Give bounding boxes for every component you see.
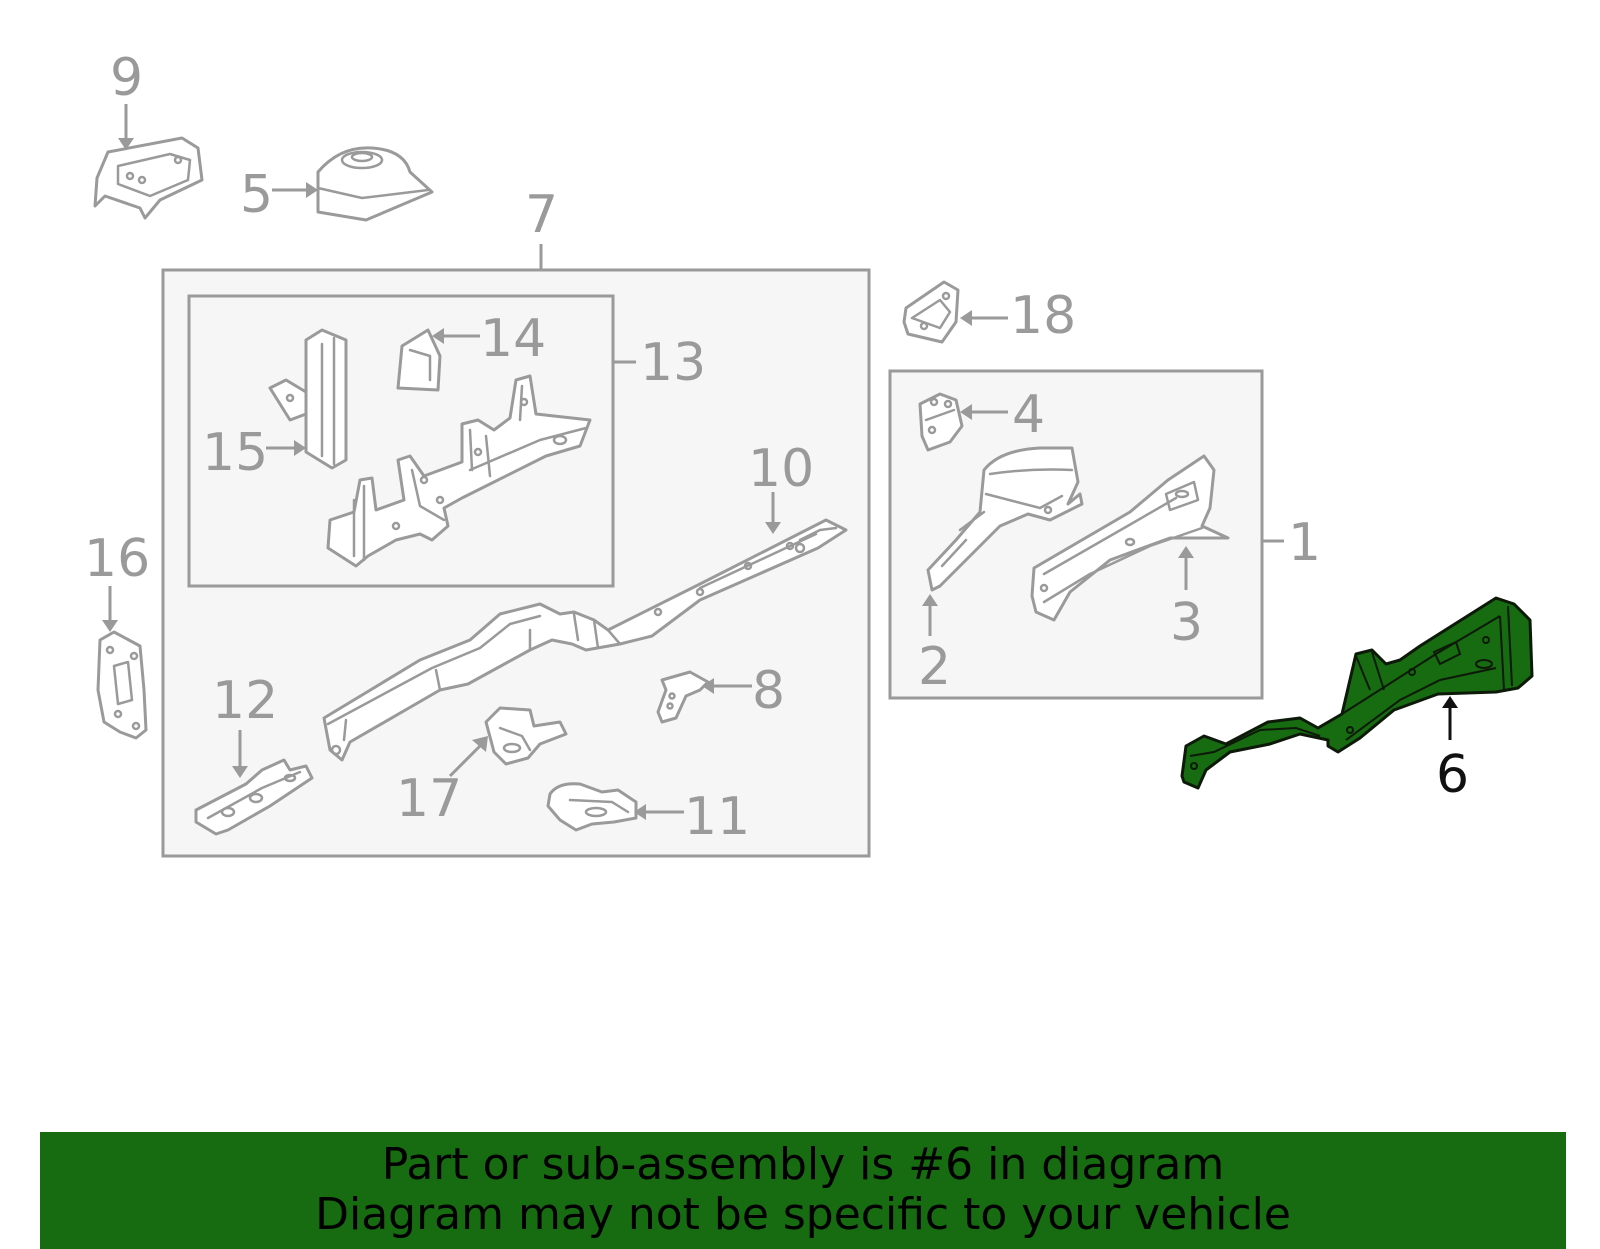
callout-16: 16 [84,529,150,589]
part-17[interactable] [484,706,568,766]
part-3[interactable] [1030,454,1230,622]
info-banner: Part or sub-assembly is #6 in diagram Di… [40,1132,1566,1249]
callout-1: 1 [1288,513,1321,573]
callout-10: 10 [748,439,814,499]
part-6-highlighted[interactable] [1180,596,1534,790]
part-11[interactable] [546,782,638,832]
part-2[interactable] [926,446,1084,592]
callout-5: 5 [240,165,273,225]
callout-13: 13 [640,333,706,393]
callout-18: 18 [1010,286,1076,346]
banner-line-1: Part or sub-assembly is #6 in diagram [381,1139,1225,1190]
callout-9: 9 [110,48,143,108]
part-16[interactable] [96,630,148,740]
part-12[interactable] [194,758,314,836]
callout-17: 17 [396,769,462,829]
part-10[interactable] [322,518,848,762]
callout-15: 15 [202,423,268,483]
callout-11: 11 [684,787,750,847]
callout-6: 6 [1436,745,1469,805]
part-15[interactable] [268,328,348,470]
callout-4: 4 [1012,385,1045,445]
part-4[interactable] [918,392,964,452]
part-9[interactable] [93,136,204,220]
part-8[interactable] [656,670,710,724]
banner-line-2: Diagram may not be specific to your vehi… [315,1189,1291,1240]
part-13-subframe[interactable] [326,374,592,568]
part-14[interactable] [396,328,442,392]
callout-7: 7 [525,185,558,245]
callout-2: 2 [918,637,951,697]
callout-14: 14 [480,309,546,369]
callout-12: 12 [212,671,278,731]
part-5[interactable] [316,146,434,222]
callout-8: 8 [752,661,785,721]
callout-3: 3 [1170,593,1203,653]
part-18[interactable] [902,280,960,344]
